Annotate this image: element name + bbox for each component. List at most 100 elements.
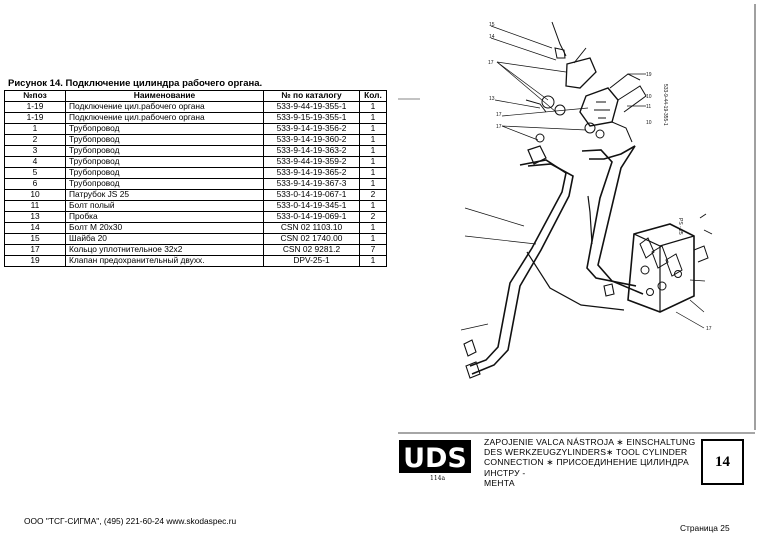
column-header-catalog: № по каталогу — [263, 90, 360, 102]
uds-logo: UDS — [399, 440, 471, 473]
cell-catalog: 533-9-14-19-367-3 — [263, 178, 360, 190]
cell-catalog: 533-9-15-19-355-1 — [263, 112, 360, 124]
cell-position: 17 — [4, 244, 66, 256]
parts-table: №поз Наименование № по каталогу Кол. 1-1… — [4, 90, 387, 267]
cell-catalog: 533-0-14-19-069-1 — [263, 211, 360, 223]
cell-quantity: 1 — [359, 101, 387, 113]
cell-position: 1-19 — [4, 101, 66, 113]
cell-position: 5 — [4, 167, 66, 179]
cell-quantity: 1 — [359, 233, 387, 245]
cell-name: Подключение цил.рабочего органа — [65, 101, 264, 113]
column-header-position: №поз — [4, 90, 66, 102]
cell-quantity: 1 — [359, 156, 387, 168]
figure-title: Рисунок 14. Подключение цилиндра рабочег… — [8, 78, 263, 89]
cell-quantity: 1 — [359, 200, 387, 212]
cell-name: Трубопровод — [65, 145, 264, 157]
logo-text: UDS — [403, 443, 467, 473]
cell-name: Трубопровод — [65, 167, 264, 179]
valve-type-label: PS - 25 — [677, 218, 683, 235]
cell-name: Трубопровод — [65, 134, 264, 146]
cell-name: Шайба 20 — [65, 233, 264, 245]
title-line: МЕНТА — [484, 477, 515, 488]
callout-label: 19 — [646, 72, 652, 78]
title-line: DES WERKZEUGZYLINDERS∗ TOOL CYLINDER — [484, 447, 688, 458]
cell-position: 11 — [4, 200, 66, 212]
cell-quantity: 1 — [359, 145, 387, 157]
title-line: ZAPOJENIE VALCA NÁSTROJA ∗ EINSCHALTUNG — [484, 437, 696, 447]
cell-name: Подключение цил.рабочего органа — [65, 112, 264, 124]
hydraulic-connection-drawing: 15 14 17 13 17 19 10 11 10 17 17 533-9-4… — [398, 4, 756, 434]
cell-catalog: DPV-25-1 — [263, 255, 360, 267]
cell-position: 19 — [4, 255, 66, 267]
cell-name: Трубопровод — [65, 123, 264, 135]
cell-quantity: 1 — [359, 255, 387, 267]
cell-name: Трубопровод — [65, 156, 264, 168]
cell-catalog: 533-9-14-19-360-2 — [263, 134, 360, 146]
cell-position: 3 — [4, 145, 66, 157]
cell-name: Патрубок JS 25 — [65, 189, 264, 201]
cell-quantity: 1 — [359, 178, 387, 190]
title-block-text: ZAPOJENIE VALCA NÁSTROJA ∗ EINSCHALTUNG … — [484, 437, 696, 488]
title-line: CONNECTION ∗ ПРИСОЕДИНЕНИЕ ЦИЛИНДРА ИНСТ… — [484, 457, 689, 478]
cell-name: Клапан предохранительный двухх. — [65, 255, 264, 267]
callout-label: 14 — [489, 34, 495, 40]
cell-catalog: 533-0-14-19-067-1 — [263, 189, 360, 201]
cell-position: 1-19 — [4, 112, 66, 124]
drawing-code-label: 533-9-44-19-355-1 — [662, 84, 668, 126]
cell-catalog: 533-0-14-19-345-1 — [263, 200, 360, 212]
cell-catalog: CSN 02 9281.2 — [263, 244, 360, 256]
cell-quantity: 1 — [359, 167, 387, 179]
cell-catalog: 533-9-14-19-356-2 — [263, 123, 360, 135]
drawing-page-number: 14 — [701, 439, 744, 485]
callout-label: 10 — [646, 94, 652, 100]
logo-subcode: 114a — [430, 475, 446, 482]
cell-position: 1 — [4, 123, 66, 135]
cell-catalog: 533-9-44-19-359-2 — [263, 156, 360, 168]
cell-position: 6 — [4, 178, 66, 190]
callout-label: 17 — [488, 60, 494, 66]
cell-name: Болт M 20x30 — [65, 222, 264, 234]
cell-quantity: 1 — [359, 112, 387, 124]
cell-quantity: 1 — [359, 222, 387, 234]
callout-label: 11 — [646, 104, 651, 110]
company-footer: ООО "ТСГ-СИГМА", (495) 221-60-24 www.sko… — [24, 516, 237, 526]
cell-name: Болт полый — [65, 200, 264, 212]
table-header-row: №поз Наименование № по каталогу Кол. — [4, 90, 387, 102]
cell-catalog: CSN 02 1103.10 — [263, 222, 360, 234]
callout-label: 17 — [496, 124, 502, 130]
cell-catalog: 533-9-14-19-365-2 — [263, 167, 360, 179]
cell-quantity: 1 — [359, 123, 387, 135]
cell-name: Пробка — [65, 211, 264, 223]
cell-quantity: 2 — [359, 211, 387, 223]
callout-label: 17 — [496, 112, 502, 118]
callout-label: 15 — [489, 22, 495, 28]
cell-quantity: 1 — [359, 134, 387, 146]
page-number-footer: Страница 25 — [680, 523, 730, 533]
cell-position: 10 — [4, 189, 66, 201]
cell-quantity: 2 — [359, 189, 387, 201]
cell-position: 15 — [4, 233, 66, 245]
cell-position: 4 — [4, 156, 66, 168]
cell-catalog: 533-9-44-19-355-1 — [263, 101, 360, 113]
cell-position: 14 — [4, 222, 66, 234]
callout-label: 10 — [646, 120, 652, 126]
cell-name: Кольцо уплотнительное 32x2 — [65, 244, 264, 256]
cell-catalog: 533-9-14-19-363-2 — [263, 145, 360, 157]
cell-position: 13 — [4, 211, 66, 223]
